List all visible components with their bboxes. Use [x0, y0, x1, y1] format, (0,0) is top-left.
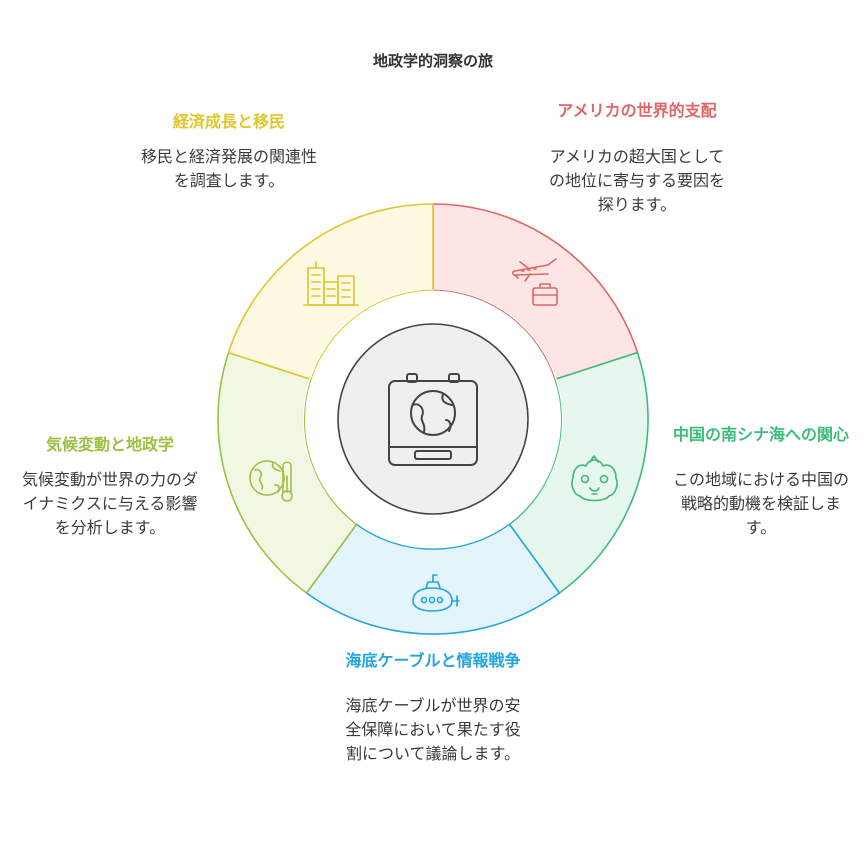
suitcase-globe-icon [388, 373, 478, 466]
segment-desc-climate: 気候変動が世界の力のダイナミクスに与える影響を分析します。 [21, 470, 198, 537]
globe-thermometer-icon [249, 460, 293, 502]
diagram-title: 地政学的洞察の旅 [372, 52, 493, 70]
lion-dance-icon [571, 455, 618, 502]
segment-title-china: 中国の南シナ海への関心 [672, 425, 849, 444]
arrow-notch-us [472, 300, 500, 338]
segment-title-economy: 経済成長と移民 [172, 112, 285, 131]
city-buildings-icon [303, 261, 359, 306]
segment-desc-economy: 移民と経済発展の関連性を調査します。 [140, 147, 317, 190]
segment-title-us: アメリカの世界的支配 [557, 101, 717, 120]
segment-title-climate: 気候変動と地政学 [45, 435, 174, 454]
segment-desc-us: アメリカの超大国としての地位に寄与する要因を探ります。 [548, 147, 725, 214]
airplane-suitcase-icon [511, 258, 558, 306]
segment-desc-china: この地域における中国の戦略的動機を検証します。 [672, 470, 849, 537]
arrow-notch-cables [416, 520, 452, 548]
segment-desc-cables: 海底ケーブルが世界の安全保障において果たす役割について議論します。 [345, 696, 521, 763]
arrow-notch-china [520, 436, 552, 468]
submarine-icon [412, 574, 460, 612]
center-hub [337, 323, 529, 515]
segment-title-cables: 海底ケーブルと情報戦争 [345, 651, 521, 670]
arrow-notch-climate [304, 436, 332, 478]
arrow-notch-economy [368, 296, 394, 330]
